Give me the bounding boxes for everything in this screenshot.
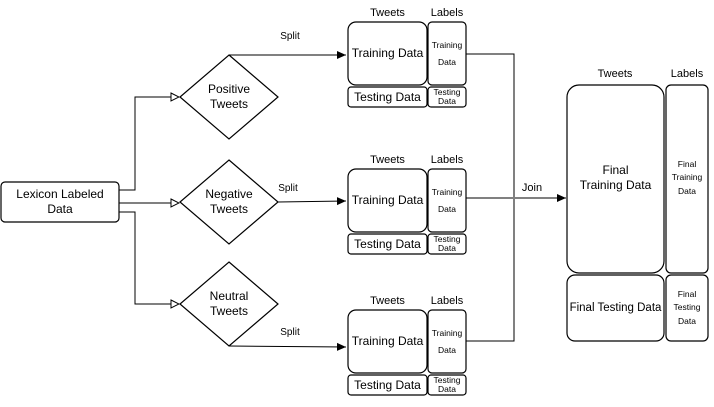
final-label-testing-line2: Testing <box>673 302 701 313</box>
final-header-tweets: Tweets <box>597 68 633 81</box>
g3-label-training-line1: Training <box>431 328 463 339</box>
join-line-top <box>466 53 515 197</box>
source-label-line2: Data <box>47 202 73 216</box>
final-label-testing-line1: Final <box>677 288 697 299</box>
g3-testing-box <box>347 374 428 396</box>
g2-testing-box <box>347 233 428 255</box>
g3-label-testing-line1: Testing <box>433 375 461 386</box>
decision-neutral-line2: Tweets <box>209 304 248 318</box>
g2-label-training-line2: Data <box>438 203 456 214</box>
g2-label-training-line1: Training <box>431 187 463 198</box>
g2-header-tweets: Tweets <box>370 154 405 167</box>
decision-negative-line2: Tweets <box>209 202 248 216</box>
g2-label-training-text: Training Data <box>428 169 466 232</box>
g3-label-testing-text: Testing Data <box>428 375 466 395</box>
decision-negative-line1: Negative <box>205 187 253 201</box>
g3-label-training-text: Training Data <box>428 310 466 373</box>
split-label-positive: Split <box>280 30 300 42</box>
decision-positive-line2: Tweets <box>209 97 248 111</box>
source-label: Lexicon Labeled Data <box>1 182 119 222</box>
final-label-training-line2: Training <box>671 172 703 183</box>
connector-source-positive <box>119 97 179 191</box>
decision-neutral-line1: Neutral <box>209 289 249 303</box>
g3-training-box <box>347 309 428 374</box>
g3-label-training-line2: Data <box>438 344 456 355</box>
decision-positive-line1: Positive <box>207 82 251 96</box>
decision-negative-label: Negative Tweets <box>190 183 268 221</box>
g2-label-testing-box <box>427 233 467 255</box>
source-box <box>0 181 120 223</box>
split-arrow-negative <box>277 197 347 206</box>
g2-label-testing-line2: Data <box>438 243 456 253</box>
g2-training-text: Training Data <box>351 193 424 207</box>
join-line-bottom <box>466 199 515 342</box>
final-label-training-line3: Data <box>678 185 696 196</box>
split-label-neutral: Split <box>280 326 300 338</box>
decision-positive-label: Positive Tweets <box>190 78 268 116</box>
final-label-testing-box <box>665 274 709 342</box>
g1-training-text: Training Data <box>351 46 424 60</box>
g3-header-labels: Labels <box>430 295 464 308</box>
g1-label-testing-text: Testing Data <box>428 87 466 107</box>
g2-label-testing-text: Testing Data <box>428 234 466 254</box>
decision-neutral-label: Neutral Tweets <box>190 285 268 323</box>
g2-testing-text: Testing Data <box>354 236 421 251</box>
g1-header-labels: Labels <box>430 7 464 20</box>
g1-testing-text: Testing Data <box>354 89 421 104</box>
g3-testing-text: Testing Data <box>354 377 421 392</box>
split-label-negative: Split <box>278 182 298 194</box>
final-training-text: Final Training Data <box>567 148 664 208</box>
connector-source-neutral <box>119 211 179 304</box>
final-testing-text: Final Testing Data <box>569 301 662 314</box>
final-label-training-box <box>665 84 709 274</box>
g1-label-training-text: Training Data <box>428 22 466 85</box>
g1-testing-box <box>347 86 428 108</box>
join-label: Join <box>521 182 543 195</box>
g3-header-tweets: Tweets <box>370 295 405 308</box>
g2-header-labels: Labels <box>430 154 464 167</box>
final-label-testing-line3: Data <box>678 315 696 326</box>
diamond-negative <box>179 159 279 245</box>
g2-label-training-box <box>427 168 467 233</box>
final-label-training-text: Final Training Data <box>666 150 708 206</box>
diamond-positive <box>179 54 279 140</box>
g1-training-box <box>347 21 428 86</box>
g3-training-text: Training Data <box>351 334 424 348</box>
g1-label-training-line2: Data <box>438 56 456 67</box>
final-testing-box <box>566 274 665 342</box>
final-label-testing-text: Final Testing Data <box>666 281 708 335</box>
g1-label-training-line1: Training <box>431 40 463 51</box>
g2-label-testing-line1: Testing <box>433 234 461 245</box>
final-training-line1: Final <box>602 163 629 177</box>
g1-label-testing-line2: Data <box>438 96 456 106</box>
final-training-line2: Training Data <box>579 178 652 192</box>
final-header-labels: Labels <box>670 68 704 81</box>
g2-training-box <box>347 168 428 233</box>
source-label-line1: Lexicon Labeled <box>16 187 104 201</box>
g3-label-testing-box <box>427 374 467 396</box>
g1-label-testing-line1: Testing <box>433 87 461 98</box>
g1-header-tweets: Tweets <box>370 7 405 20</box>
g3-label-testing-line2: Data <box>438 384 456 394</box>
g1-label-testing-box <box>427 86 467 108</box>
final-label-training-line1: Final <box>677 158 697 169</box>
final-training-box <box>566 84 665 274</box>
split-arrow-neutral <box>228 342 347 351</box>
